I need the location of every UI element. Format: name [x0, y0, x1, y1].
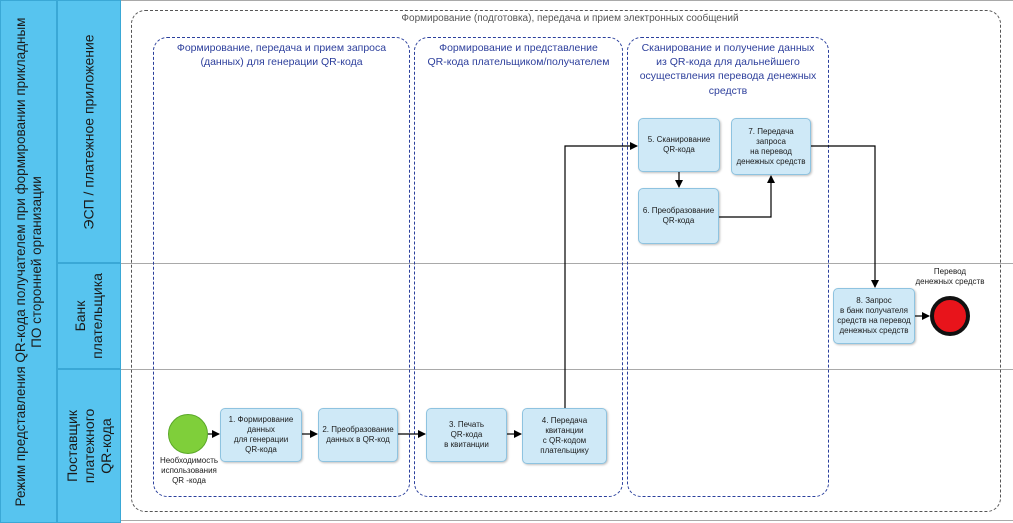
task-3-print-qr[interactable]: 3. Печать QR-кода в квитанции [426, 408, 507, 462]
task-8-request-recipient-bank[interactable]: 8. Запрос в банк получателя средств на п… [833, 288, 915, 344]
flow-task7-to-task8 [811, 145, 879, 288]
end-event-label: Перевод денежных средств [915, 267, 985, 286]
task-2-convert-to-qr[interactable]: 2. Преобразование данных в QR-код [318, 408, 398, 462]
lane-divider-top [121, 0, 1013, 1]
group-present [414, 37, 623, 497]
lane-header-esp: ЭСП / платежное приложение [57, 0, 121, 263]
task-1-form-data[interactable]: 1. Формирование данных для генерации QR-… [220, 408, 302, 462]
flow-task4-to-task5 [564, 142, 638, 408]
group-scan-title: Сканирование и получение данных из QR-ко… [639, 42, 817, 97]
lane-divider-2 [121, 369, 1013, 370]
end-event [930, 296, 970, 336]
task-3-label: 3. Печать QR-кода в квитанции [444, 420, 489, 449]
task-5-label: 5. Сканирование QR-кода [647, 135, 711, 154]
pool-header: Режим представления QR-кода получателем … [0, 0, 57, 523]
lane-divider-bottom [121, 520, 1013, 521]
task-7-send-transfer-request[interactable]: 7. Передача запроса на перевод денежных … [731, 118, 811, 175]
group-scan [627, 37, 829, 497]
lane-divider-1 [121, 263, 1013, 264]
lane-header-qr-provider: Поставщик платежного QR-кода [57, 369, 121, 523]
task-7-label: 7. Передача запроса на перевод денежных … [736, 126, 806, 166]
flow-task6-to-task7 [719, 175, 775, 218]
group-request-title: Формирование, передача и прием запроса (… [176, 42, 387, 69]
lane-header-payer-bank: Банк плательщика [57, 263, 121, 369]
group-present-title: Формирование и представление QR-кода пла… [427, 42, 610, 69]
task-8-label: 8. Запрос в банк получателя средств на п… [837, 296, 911, 335]
start-event [168, 414, 208, 454]
task-6-label: 6. Преобразование QR-кода [642, 206, 715, 225]
task-6-convert-qr[interactable]: 6. Преобразование QR-кода [638, 188, 719, 244]
outer-group [131, 10, 1001, 512]
group-request [153, 37, 410, 497]
start-event-label: Необходимость использования QR -кода [159, 456, 219, 485]
task-1-label: 1. Формирование данных для генерации QR-… [228, 415, 294, 454]
outer-group-title: Формирование (подготовка), передача и пр… [401, 13, 739, 24]
task-2-label: 2. Преобразование данных в QR-код [322, 425, 394, 444]
task-5-scan-qr[interactable]: 5. Сканирование QR-кода [638, 118, 720, 172]
task-4-pass-receipt[interactable]: 4. Передача квитанции с QR-кодом платель… [522, 408, 607, 464]
task-4-label: 4. Передача квитанции с QR-кодом платель… [540, 416, 589, 455]
